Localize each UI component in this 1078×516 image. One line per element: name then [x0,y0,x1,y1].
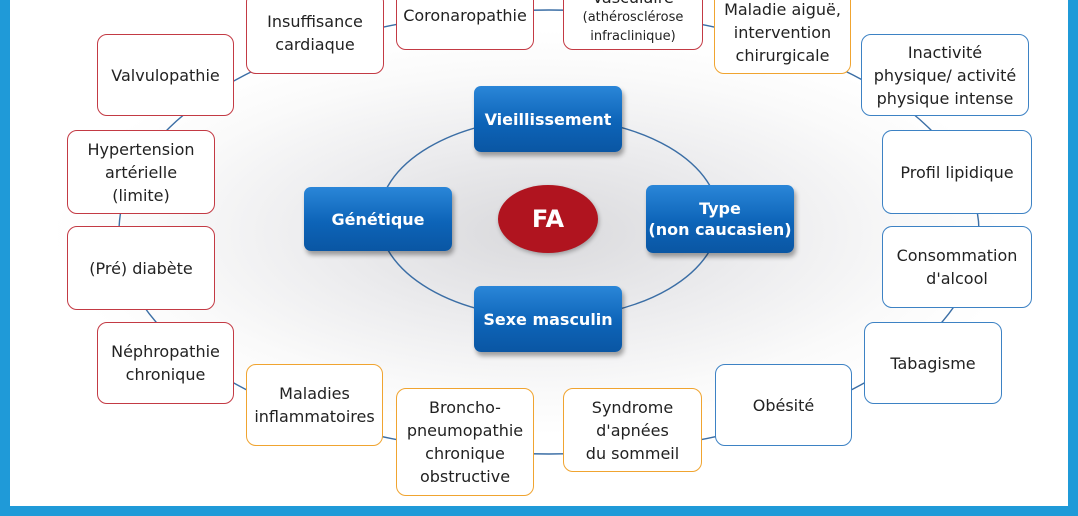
factor-valvulopathie: Valvulopathie [97,34,234,116]
factor-bpco-label: Broncho- pneumopathie chronique obstruct… [406,398,524,486]
factor-maladie-aigue-label: Maladie aiguë, intervention chirurgicale [724,0,841,65]
factor-hypertension-label: Hypertension artérielle (limite) [87,139,195,205]
factor-valvulopathie-label: Valvulopathie [111,65,220,85]
factor-apnees-sommeil-label: Syndrome d'apnées du sommeil [585,397,680,463]
core-sexe-masculin-label: Sexe masculin [483,309,613,329]
factor-inactivite-physique: Inactivité physique/ activité physique i… [861,34,1029,116]
factor-apnees-sommeil: Syndrome d'apnées du sommeil [563,388,702,472]
core-vieillissement: Vieillissement [474,86,622,152]
factor-pre-diabete: (Pré) diabète [67,226,215,310]
factor-maladie-aigue: Maladie aiguë, intervention chirurgicale [714,0,851,74]
factor-bpco: Broncho- pneumopathie chronique obstruct… [396,388,534,496]
core-sexe-masculin: Sexe masculin [474,286,622,352]
factor-coronaropathie-label: Coronaropathie [403,5,527,25]
factor-hypertension: Hypertension artérielle (limite) [67,130,215,214]
core-vieillissement-label: Vieillissement [484,109,612,129]
core-type-label: Type (non caucasien) [648,199,792,239]
factor-tabagisme: Tabagisme [864,322,1002,404]
factor-maladies-inflammatoires-label: Maladies inflammatoires [254,384,375,426]
factor-vasculaire-label: Vasculaire [592,0,674,8]
factor-profil-lipidique: Profil lipidique [882,130,1032,214]
factor-insuffisance-cardiaque-label: Insuffisance cardiaque [267,12,363,54]
factor-obesite-label: Obésité [752,395,815,415]
factor-vasculaire-sublabel: (athérosclérose infraclinique) [582,10,684,44]
factor-vasculaire: Vasculaire (athérosclérose infraclinique… [563,0,703,50]
factor-coronaropathie: Coronaropathie [396,0,534,50]
center-fa-label: FA [531,205,565,233]
factor-insuffisance-cardiaque: Insuffisance cardiaque [246,0,384,74]
factor-inactivite-physique-label: Inactivité physique/ activité physique i… [873,42,1017,108]
factor-consommation-alcool: Consommation d'alcool [882,226,1032,308]
factor-tabagisme-label: Tabagisme [890,353,976,373]
factor-maladies-inflammatoires: Maladies inflammatoires [246,364,383,446]
factor-obesite: Obésité [715,364,852,446]
core-type: Type (non caucasien) [646,185,794,253]
center-fa: FA [498,185,598,253]
factor-nephropathie-label: Néphropathie chronique [111,342,220,384]
factor-consommation-alcool-label: Consommation d'alcool [896,246,1018,288]
factor-nephropathie: Néphropathie chronique [97,322,234,404]
factor-pre-diabete-label: (Pré) diabète [89,258,193,278]
factor-profil-lipidique-label: Profil lipidique [900,162,1014,182]
core-genetique: Génétique [304,187,452,251]
core-genetique-label: Génétique [331,209,425,229]
